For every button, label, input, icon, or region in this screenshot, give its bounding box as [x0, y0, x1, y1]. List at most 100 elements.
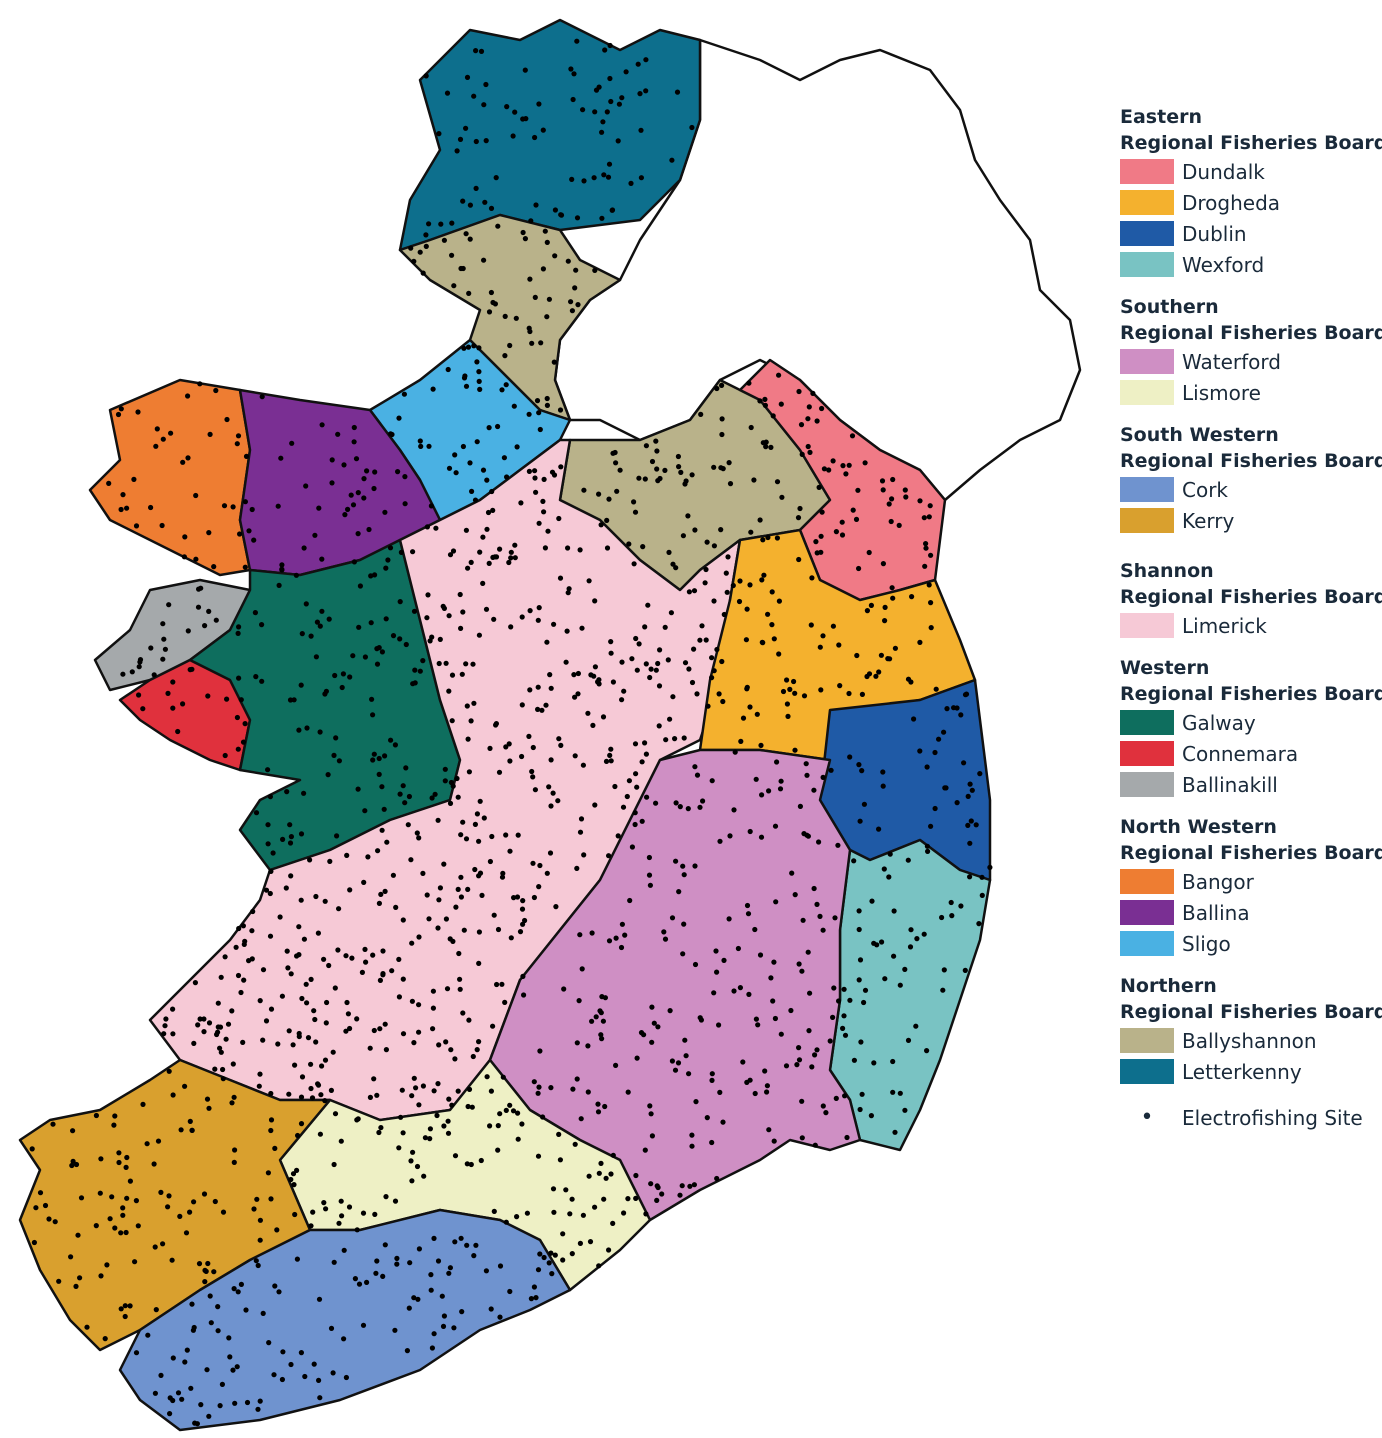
electrofishing-site-dot: [961, 760, 967, 766]
electrofishing-site-dot: [364, 468, 370, 474]
electrofishing-site-dot: [555, 798, 561, 804]
electrofishing-site-dot: [532, 294, 538, 300]
electrofishing-site-dot: [333, 735, 339, 741]
electrofishing-site-dot: [455, 794, 461, 800]
electrofishing-site-dot: [731, 988, 737, 994]
legend-item-label: Sligo: [1182, 931, 1231, 956]
legend-item: Letterkenny: [1120, 1056, 1375, 1087]
electrofishing-site-dot: [645, 602, 651, 608]
electrofishing-site-dot: [709, 1077, 715, 1083]
electrofishing-site-dot: [374, 661, 381, 667]
electrofishing-site-dot: [691, 588, 698, 594]
legend-item-label: Bangor: [1182, 869, 1254, 894]
electrofishing-site-dot: [256, 1083, 262, 1089]
electrofishing-site-dot: [369, 696, 375, 702]
electrofishing-site-dot: [73, 1161, 80, 1168]
electrofishing-site-dot: [338, 1138, 344, 1144]
electrofishing-site-dot: [699, 623, 705, 629]
electrofishing-site-dot: [220, 1076, 226, 1082]
legend-board-title: Northern: [1120, 975, 1217, 997]
electrofishing-site-dot: [457, 986, 463, 992]
electrofishing-site-dot: [354, 1016, 360, 1022]
electrofishing-site-dot: [676, 464, 682, 470]
electrofishing-site-dot: [458, 894, 464, 900]
electrofishing-site-dot: [531, 1079, 537, 1085]
electrofishing-site-dot: [880, 561, 887, 567]
electrofishing-site-dot: [296, 924, 302, 930]
electrofishing-site-dot: [686, 666, 692, 672]
electrofishing-site-dot: [387, 545, 394, 551]
electrofishing-site-dot: [211, 1269, 217, 1275]
electrofishing-site-dot: [558, 212, 565, 218]
electrofishing-site-dot: [495, 223, 501, 229]
electrofishing-site-dot: [185, 393, 191, 399]
electrofishing-site-dot: [312, 532, 318, 538]
electrofishing-site-dot: [265, 822, 271, 828]
electrofishing-site-dot: [285, 965, 291, 971]
legend-item: Connemara: [1120, 738, 1375, 769]
electrofishing-site-dot: [823, 1110, 829, 1116]
electrofishing-site-dot: [482, 199, 488, 205]
electrofishing-site-dot: [309, 1095, 316, 1101]
electrofishing-site-dot: [235, 433, 242, 439]
electrofishing-site-dot: [515, 1110, 521, 1116]
electrofishing-site-dot: [496, 769, 503, 775]
electrofishing-site-dot: [905, 857, 911, 863]
electrofishing-site-dot: [408, 245, 414, 251]
electrofishing-site-dot: [432, 791, 438, 797]
electrofishing-site-dot: [409, 998, 415, 1004]
electrofishing-site-dot: [484, 526, 490, 532]
electrofishing-site-dot: [311, 1361, 317, 1367]
electrofishing-site-dot: [414, 1163, 421, 1170]
electrofishing-site-dot: [493, 722, 499, 728]
electrofishing-site-dot: [476, 873, 482, 879]
region-letterkenny: [398, 18, 702, 252]
electrofishing-site-dot: [158, 1372, 164, 1378]
electrofishing-site-dot: [512, 109, 518, 115]
electrofishing-site-dot: [621, 1210, 627, 1216]
electrofishing-site-dot: [514, 1214, 520, 1220]
electrofishing-site-dot: [891, 953, 897, 959]
electrofishing-site-dot: [755, 1022, 761, 1028]
electrofishing-site-dot: [603, 1175, 609, 1181]
electrofishing-site-dot: [319, 1063, 325, 1069]
electrofishing-site-dot: [201, 1029, 207, 1035]
electrofishing-site-dot: [748, 424, 754, 431]
electrofishing-site-dot: [445, 366, 451, 373]
legend-item-label: Ballinakill: [1182, 772, 1278, 797]
electrofishing-site-dot: [643, 751, 650, 757]
electrofishing-site-dot: [635, 61, 641, 67]
electrofishing-site-dot: [948, 899, 954, 906]
electrofishing-site-dot: [342, 511, 348, 518]
electrofishing-site-dot: [376, 771, 382, 778]
electrofishing-site-dot: [249, 506, 255, 513]
electrofishing-site-dot: [526, 468, 533, 474]
electrofishing-site-dot: [166, 602, 172, 608]
electrofishing-site-dot: [612, 449, 618, 456]
electrofishing-site-dot: [817, 644, 823, 650]
electrofishing-site-dot: [776, 651, 782, 657]
electrofishing-site-dot: [416, 934, 422, 940]
electrofishing-site-dot: [394, 1255, 400, 1261]
electrofishing-site-dot: [805, 949, 811, 955]
electrofishing-site-dot: [754, 711, 760, 717]
electrofishing-site-dot: [541, 509, 547, 515]
electrofishing-site-dot: [623, 69, 629, 75]
electrofishing-site-dot: [667, 716, 673, 722]
electrofishing-site-dot: [941, 729, 947, 735]
electrofishing-site-dot: [520, 898, 526, 904]
electrofishing-site-dot: [736, 598, 743, 605]
electrofishing-site-dot: [318, 1092, 324, 1098]
electrofishing-site-dot: [238, 697, 244, 703]
electrofishing-site-dot: [855, 487, 861, 493]
electrofishing-site-dot: [568, 299, 574, 305]
electrofishing-site-dot: [123, 1164, 129, 1170]
electrofishing-site-dot: [565, 258, 571, 264]
electrofishing-site-dot: [489, 833, 495, 840]
electrofishing-site-dot: [769, 589, 775, 595]
electrofishing-site-dot: [662, 624, 668, 630]
electrofishing-site-dot: [106, 480, 112, 486]
electrofishing-site-dot: [499, 874, 506, 880]
electrofishing-site-dot: [466, 290, 472, 296]
electrofishing-site-dot: [602, 1103, 608, 1110]
